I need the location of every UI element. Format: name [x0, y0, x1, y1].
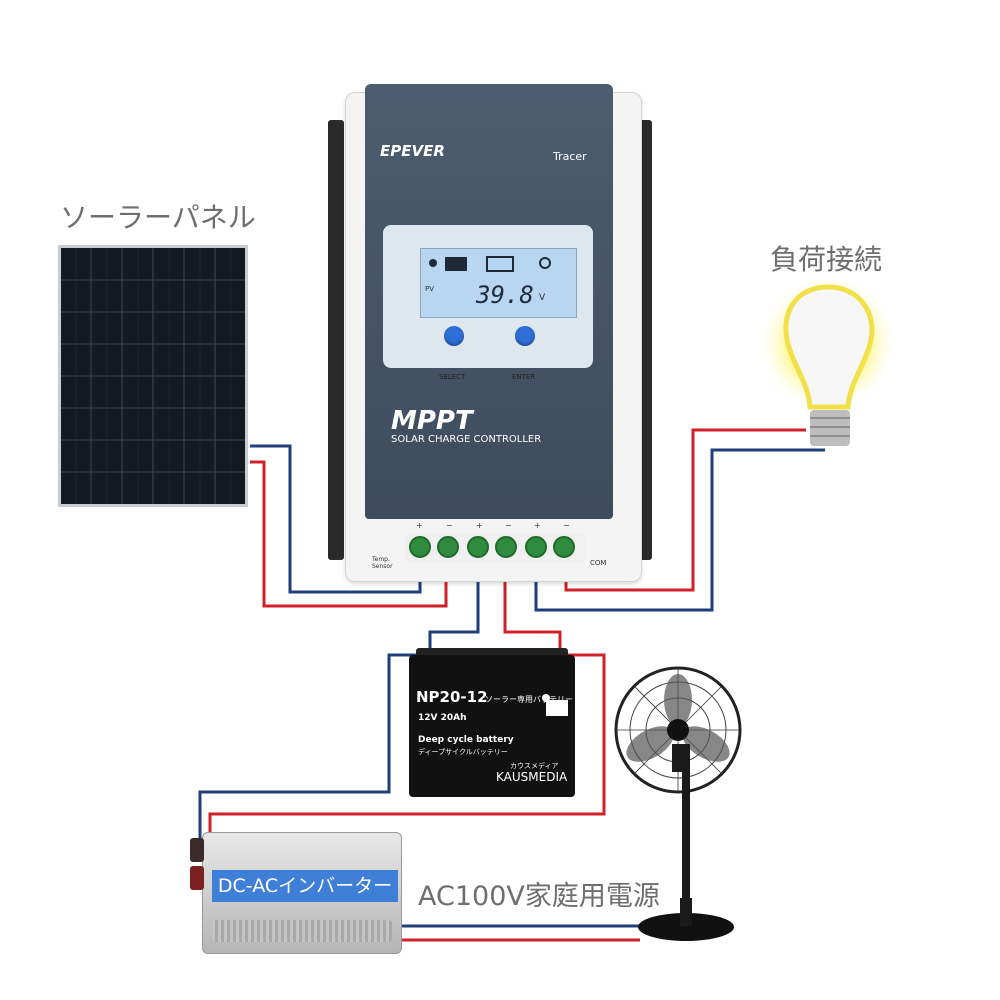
inverter-terminal-negative: [190, 838, 204, 862]
controller-model: Tracer: [553, 150, 587, 163]
solar-panel: [58, 245, 248, 507]
battery-brand: KAUSMEDIA: [496, 770, 568, 784]
ac-output-label: AC100V家庭用電源: [418, 881, 660, 912]
inverter-negative-wire: [198, 653, 425, 848]
battery-positive-wire: [503, 555, 562, 655]
pv-positive-terminal: [437, 536, 459, 558]
terminal-sign-2: −: [446, 521, 453, 530]
fan-hub: [667, 719, 689, 741]
inverter-terminal-positive: [190, 866, 204, 890]
load-negative-terminal: [525, 536, 547, 558]
terminal-sign-1: +: [416, 521, 423, 530]
lcd-mode: PV: [425, 285, 435, 293]
battery-type: Deep cycle battery: [418, 735, 514, 745]
pv-negative-terminal: [409, 536, 431, 558]
lcd-screen: PV 39.8 V: [420, 248, 577, 318]
temp-sensor-label: Temp. Sensor: [372, 556, 393, 570]
battery-negative-terminal: [467, 536, 489, 558]
select-button[interactable]: [444, 326, 464, 346]
controller-subtitle: SOLAR CHARGE CONTROLLER: [391, 434, 542, 445]
battery-rating: 12V 20Ah: [418, 713, 467, 723]
solar-panel-label: ソーラーパネル: [60, 201, 256, 234]
battery-positive-terminal: [495, 536, 517, 558]
panel-positive-wire: [250, 460, 448, 608]
battery-model-suffix: ソーラー専用バッテリー: [485, 695, 573, 704]
fan-motor: [672, 744, 690, 772]
load-positive-terminal: [553, 536, 575, 558]
load-label: 負荷接続: [770, 243, 883, 276]
sun-icon: [429, 259, 437, 267]
fan-icon: [614, 666, 742, 941]
lcd-bulb-icon: [539, 257, 551, 269]
terminal-sign-5: +: [534, 521, 541, 530]
lcd-unit: V: [539, 293, 546, 303]
lcd-icons: [429, 256, 551, 272]
fan-pole: [682, 772, 690, 902]
bulb-glass: [783, 284, 875, 410]
solar-panel-icon: [61, 248, 245, 504]
lcd-value: 39.8: [476, 281, 534, 309]
battery: [409, 655, 575, 797]
bulb-icon: [760, 280, 898, 446]
battery-negative-wire: [428, 555, 480, 655]
battery-brand-kana: カウスメディア: [510, 762, 559, 770]
battery-type-jp: ディープサイクルバッテリー: [418, 748, 508, 756]
load-negative-wire: [534, 448, 825, 612]
terminal-sign-3: +: [476, 521, 483, 530]
enter-label: ENTER: [512, 373, 536, 381]
terminal-sign-4: −: [505, 521, 512, 530]
com-label: COM: [590, 559, 607, 567]
battery-solar-icon: [542, 694, 568, 716]
enter-button[interactable]: [515, 326, 535, 346]
controller-brand: EPEVER: [380, 142, 445, 160]
controller-title: MPPT: [391, 406, 473, 436]
select-label: SELECT: [439, 373, 466, 381]
lcd-panel-icon: [445, 257, 467, 271]
lcd-battery-icon: [486, 256, 514, 272]
inverter-label: DC-ACインバーター: [212, 870, 398, 902]
inverter-fins: [212, 920, 392, 942]
fan-base: [638, 913, 734, 941]
battery-model: NP20-12: [416, 688, 488, 706]
terminal-sign-6: −: [563, 521, 570, 530]
mount-bracket-left: [328, 120, 344, 560]
